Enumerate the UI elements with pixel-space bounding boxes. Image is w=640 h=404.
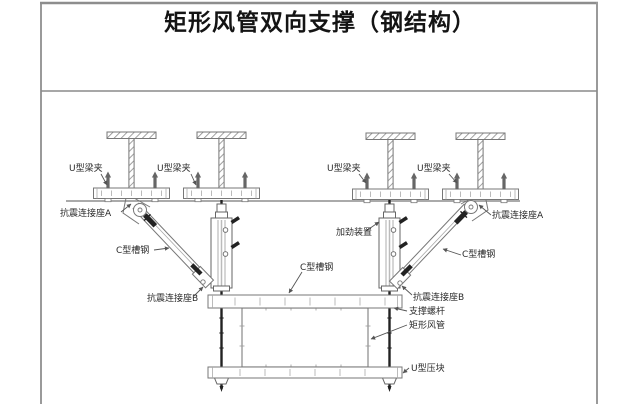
seat-b-right xyxy=(388,264,413,290)
page-title: 矩形风管双向支撑（钢结构） xyxy=(164,10,476,36)
rectangular-duct xyxy=(239,306,371,369)
label-u-beam-clamp-3: U型梁夹 xyxy=(327,164,361,174)
i-beam-hanger-2 xyxy=(183,131,260,203)
label-seismic-connector-b-left: 抗震连接座B xyxy=(147,294,199,304)
label-u-beam-clamp-1: U型梁夹 xyxy=(69,164,103,174)
label-u-pressure-block: U型压块 xyxy=(411,364,445,374)
stiffener-left xyxy=(210,203,241,292)
label-support-screw-rod: 支撑螺杆 xyxy=(409,307,446,317)
label-c-channel-right: C型槽钢 xyxy=(462,250,496,260)
label-rect-duct: 矩形风管 xyxy=(409,321,446,331)
seat-a-left xyxy=(122,197,158,228)
seat-b-left xyxy=(190,263,215,289)
label-u-beam-clamp-2: U型梁夹 xyxy=(157,164,191,174)
label-c-channel-left: C型槽钢 xyxy=(116,246,150,256)
label-stiffening-device: 加劲装置 xyxy=(336,228,373,238)
label-c-channel-center: C型槽钢 xyxy=(300,263,334,273)
frame-border xyxy=(40,1,598,404)
label-u-beam-clamp-4: U型梁夹 xyxy=(417,164,451,174)
leader-lines xyxy=(100,173,492,374)
label-seismic-connector-a-left: 抗震连接座A xyxy=(60,209,112,219)
i-beam-hanger-4 xyxy=(442,132,519,204)
duct-top-channel xyxy=(207,294,403,309)
u-pressure-block-bar xyxy=(207,366,403,379)
label-seismic-connector-a-right: 抗震连接座A xyxy=(492,211,544,221)
label-seismic-connector-b-right: 抗震连接座B xyxy=(413,293,465,303)
